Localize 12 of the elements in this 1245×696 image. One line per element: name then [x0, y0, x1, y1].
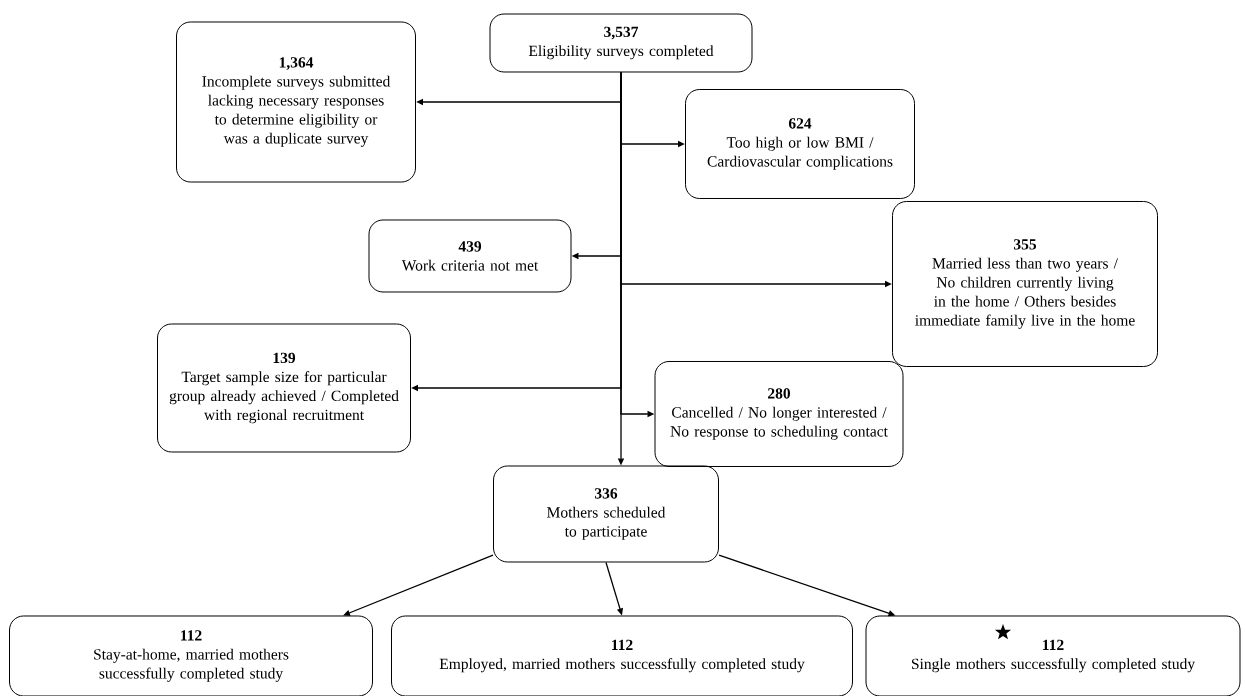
flow-box: 112 Single mothers successfully completed study [865, 615, 1241, 696]
flow-box: 1,364 Incomplete surveys submitted lacking necessary responses to determine eligibility or was a duplicate survey [176, 21, 416, 183]
flow-box: 112 Stay-at-home, married mothers successfully completed study [9, 615, 373, 696]
flow-box: 112 Employed, married mothers successfully completed study [391, 615, 853, 696]
flow-box: 3,537 Eligibility surveys completed [489, 13, 753, 73]
flow-box: 439 Work criteria not met [368, 219, 572, 293]
flow-box: 355 Married less than two years / No children currently living in the home / Others besides immediate family live in the home [892, 201, 1158, 367]
flow-box: 624 Too high or low BMI / Cardiovascular complications [685, 89, 915, 199]
arrow [343, 554, 494, 616]
flow-box: 336 Mothers scheduled to participate [493, 465, 719, 563]
flow-box: 280 Cancelled / No longer interested / No response to scheduling contact [654, 361, 904, 467]
flow-box: 139 Target sample size for particular group already achieved / Completed with regional recruitment [157, 323, 411, 453]
